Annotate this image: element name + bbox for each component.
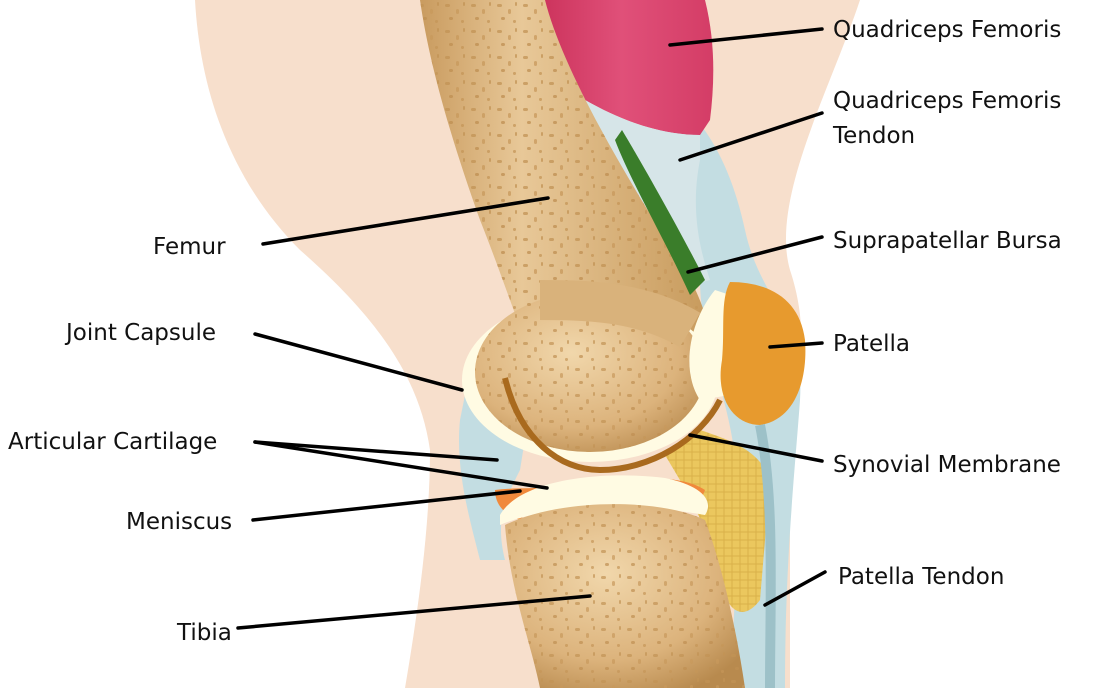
label-articular-cartilage: Articular Cartilage: [8, 429, 217, 455]
label-femur: Femur: [153, 234, 226, 260]
label-joint-capsule: Joint Capsule: [64, 320, 216, 346]
label-meniscus: Meniscus: [126, 509, 232, 535]
label-patella: Patella: [833, 331, 910, 357]
label-quadriceps-tendon-line1: Quadriceps Femoris: [833, 88, 1061, 114]
label-synovial-membrane: Synovial Membrane: [833, 452, 1061, 478]
label-tibia: Tibia: [176, 620, 232, 646]
label-suprapatellar-bursa: Suprapatellar Bursa: [833, 228, 1062, 254]
label-patella-tendon: Patella Tendon: [838, 564, 1004, 590]
label-quadriceps-tendon-line2: Tendon: [832, 123, 915, 149]
label-quadriceps-femoris: Quadriceps Femoris: [833, 17, 1061, 43]
